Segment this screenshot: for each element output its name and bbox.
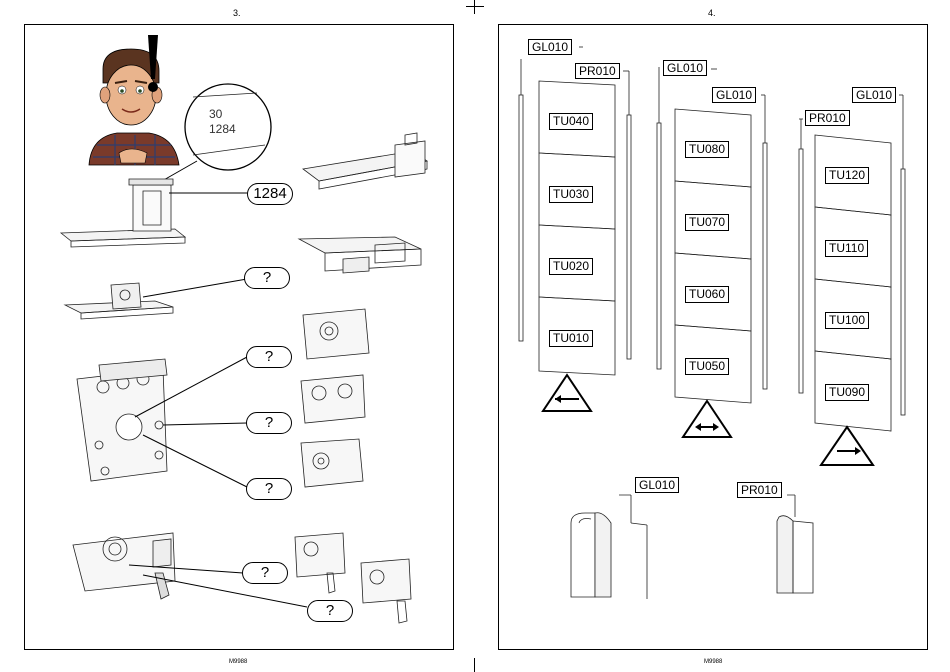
callout-unknown-2: ?	[246, 346, 292, 368]
callout-unknown-3: ?	[246, 412, 292, 434]
footer-code-right: M9988	[704, 659, 722, 665]
label-c3-gl010: GL010	[852, 87, 896, 103]
label-tu020: TU020	[549, 258, 593, 275]
label-c1-pr010: PR010	[575, 63, 620, 79]
callout-unknown-5: ?	[242, 562, 288, 584]
magnified-code-line1: 30	[209, 107, 223, 121]
latch-unit-2	[361, 559, 411, 623]
label-tu030: TU030	[549, 186, 593, 203]
page-number-left: 3.	[233, 8, 241, 18]
roller-unit-1	[303, 309, 369, 359]
arrow-right-icon	[821, 427, 873, 465]
crop-mark-top-h	[466, 6, 484, 7]
label-tu040: TU040	[549, 113, 593, 130]
pr-profile-section	[777, 495, 813, 593]
carriage-iso	[299, 237, 421, 273]
latch-unit-1	[295, 533, 345, 593]
label-tu110: TU110	[825, 240, 868, 257]
label-tu010: TU010	[549, 330, 593, 347]
label-c1-gl010: GL010	[528, 39, 572, 55]
right-page-frame: GL010 PR010 GL010 GL010 PR010 GL010 TU04…	[498, 24, 928, 650]
label-tu060: TU060	[685, 286, 729, 303]
callout-part-1284: 1284	[247, 183, 293, 205]
label-tu100: TU100	[825, 312, 869, 329]
magnified-code-line2: 1284	[209, 122, 236, 136]
label-tu050: TU050	[685, 358, 729, 375]
callout-unknown-4: ?	[246, 478, 292, 500]
label-leader-lines	[579, 47, 903, 119]
page-number-right: 4.	[708, 8, 716, 18]
label-tu070: TU070	[685, 214, 729, 231]
column1-profiles	[519, 59, 631, 359]
label-c2-gl010-top: GL010	[663, 60, 707, 76]
label-tu080: TU080	[685, 141, 729, 158]
callout-unknown-6: ?	[307, 600, 353, 622]
technician-illustration	[89, 49, 179, 165]
latch-assembly	[73, 533, 175, 599]
left-page-frame: 30 1284	[24, 24, 454, 650]
gl-profile-section	[571, 495, 647, 599]
label-tu120: TU120	[825, 167, 869, 184]
roller-unit-3	[301, 439, 363, 487]
trolley-with-bracket	[61, 179, 185, 247]
bracket-assembly-iso	[303, 133, 427, 189]
label-profile-pr010: PR010	[737, 482, 782, 498]
label-c3-pr010: PR010	[805, 110, 850, 126]
label-tu090: TU090	[825, 384, 869, 401]
callout-unknown-1: ?	[244, 267, 290, 289]
door-plate-assembly	[77, 359, 167, 481]
footer-code-left: M9988	[229, 659, 247, 665]
label-c2-gl010: GL010	[712, 87, 756, 103]
label-profile-gl010: GL010	[635, 477, 679, 493]
trolley-base	[65, 283, 173, 319]
crop-mark-bottom	[474, 658, 475, 672]
arrow-left-icon	[543, 375, 591, 411]
left-page-drawings: 30 1284	[25, 25, 453, 649]
crop-mark-top	[474, 0, 475, 14]
roller-unit-2	[301, 375, 365, 423]
arrow-both-icon	[683, 401, 731, 437]
